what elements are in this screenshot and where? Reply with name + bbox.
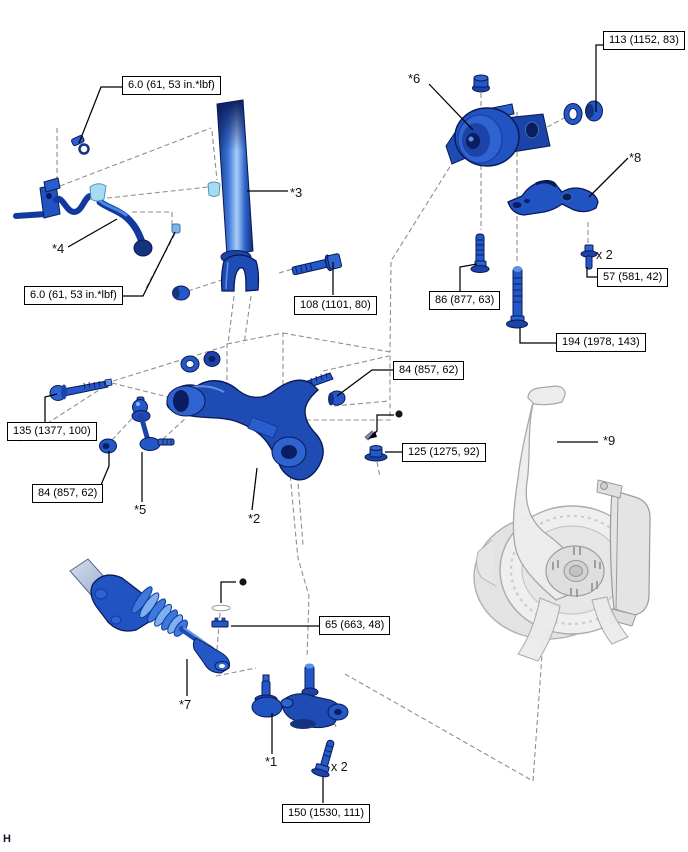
arm-washer-part	[180, 355, 200, 373]
bolt-108-part	[291, 253, 343, 276]
torque-spec-label: 125 (1275, 92)	[402, 443, 486, 463]
torque-spec-label: 6.0 (61, 53 in.*lbf)	[122, 76, 221, 96]
nut-84-upper-part	[328, 390, 346, 406]
lower-ball-joint-part	[251, 663, 349, 729]
torque-spec-label: 150 (1530, 111)	[282, 804, 371, 824]
bushing-top-nut-part	[472, 74, 490, 93]
part-callout-2: *2	[248, 511, 261, 526]
bolt-150-part	[311, 739, 335, 778]
torque-spec-label: 86 (877, 63)	[429, 291, 501, 311]
quantity-marker: x 2	[596, 248, 613, 262]
nut-113-part	[585, 100, 603, 122]
steering-gear-part	[69, 558, 231, 674]
torque-spec-label: 6.0 (61, 53 in.*lbf)	[24, 286, 123, 306]
speed-sensor-wire-part	[13, 177, 153, 257]
harness-clamp	[89, 183, 107, 202]
bolt-135-part	[49, 378, 113, 401]
bolt-57-part	[580, 244, 598, 270]
nut-125-part	[364, 445, 388, 462]
torque-spec-label: 84 (857, 62)	[32, 484, 104, 504]
part-callout-3: *3	[290, 185, 303, 200]
quantity-marker: x 2	[331, 760, 348, 774]
bullet-marker	[239, 578, 247, 586]
page-footer-letter: H	[3, 833, 11, 845]
shock-absorber-fork-part	[207, 99, 260, 292]
bolt-86-part	[470, 233, 490, 273]
torque-spec-label: 108 (1101, 80)	[294, 296, 377, 316]
washer-113-part	[563, 103, 583, 125]
part-callout-7: *7	[179, 697, 192, 712]
bolt-194-part	[506, 266, 528, 329]
part-callout-4: *4	[52, 241, 65, 256]
torque-spec-label: 135 (1377, 100)	[7, 422, 97, 442]
lower-control-arm-part	[166, 372, 334, 481]
part-callout-6: *6	[408, 71, 421, 86]
part-callout-9: *9	[603, 433, 616, 448]
torque-spec-label: 65 (663, 48)	[319, 616, 391, 636]
leader-arrowhead	[368, 431, 377, 439]
leader-lines	[44, 44, 629, 803]
fork-nut-part	[172, 285, 190, 301]
nut-84-lower-part	[99, 438, 117, 454]
torque-spec-label: 194 (1978, 143)	[556, 333, 646, 353]
tie-rod-clip-part	[211, 617, 229, 628]
part-callout-5: *5	[134, 502, 147, 517]
tie-rod-washer-part	[211, 604, 231, 612]
part-callout-1: *1	[265, 754, 278, 769]
bracket-part	[507, 179, 599, 216]
arm-nut-part	[203, 351, 221, 367]
bullet-marker	[395, 410, 403, 418]
part-callout-8: *8	[629, 150, 642, 165]
torque-spec-label: 84 (857, 62)	[393, 361, 465, 381]
torque-spec-label: 113 (1152, 83)	[603, 31, 685, 51]
arm-bushing-part	[445, 103, 551, 167]
stabilizer-link-part	[131, 396, 175, 451]
harness-clip-part	[171, 223, 181, 234]
torque-spec-label: 57 (581, 42)	[597, 268, 669, 288]
tube-clip	[207, 181, 221, 197]
sensor-screw-part	[71, 134, 90, 155]
steering-knuckle-with-brake-part	[473, 385, 651, 662]
